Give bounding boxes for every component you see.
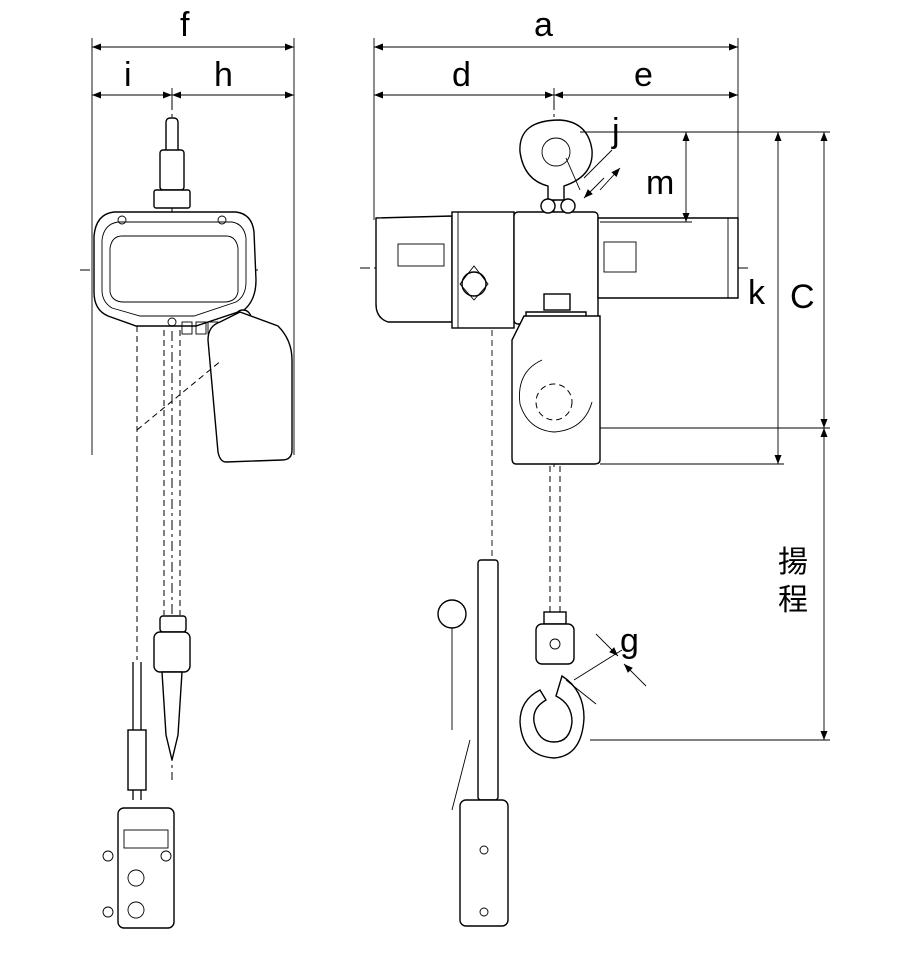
top-hook-eye xyxy=(541,137,571,167)
label-e: e xyxy=(634,56,653,94)
chain-bucket xyxy=(207,311,293,463)
label-lift-2: 程 xyxy=(778,583,808,618)
bolt-top-left xyxy=(117,215,127,225)
stored-hook-outline xyxy=(519,359,593,433)
top-hook-nut-left xyxy=(540,198,556,214)
label-g: g xyxy=(620,622,639,660)
front-view xyxy=(360,38,830,927)
housing-inner-rim xyxy=(101,221,247,317)
top-suspension-block xyxy=(153,189,191,209)
pendant-cable-sheath xyxy=(477,559,499,801)
chain-bucket-front xyxy=(511,315,601,465)
motor-housing xyxy=(375,215,453,323)
fitting-2 xyxy=(195,321,207,335)
pendant-side-knob-right xyxy=(160,850,172,862)
motor-nameplate xyxy=(397,243,445,267)
label-m: m xyxy=(646,164,674,202)
top-hook-shank xyxy=(159,149,185,191)
label-j: j xyxy=(611,112,620,150)
pendant-up-button xyxy=(127,869,145,887)
gear-case-endcap xyxy=(727,217,739,299)
pendant-front-bolt-top xyxy=(479,845,489,855)
stored-hook-eye xyxy=(535,383,573,421)
bottom-hook-latch xyxy=(565,679,597,705)
label-h: h xyxy=(214,56,233,94)
pendant-strain-ring xyxy=(437,599,467,629)
label-k: k xyxy=(748,274,766,312)
bolt-bottom xyxy=(167,317,177,327)
side-view xyxy=(80,38,295,929)
strain-wire-lower xyxy=(451,739,471,811)
label-lift-1: 揚 xyxy=(778,545,808,580)
bottom-hook-block xyxy=(535,623,575,665)
top-hook-nut-right xyxy=(560,198,576,214)
pendant-side-knob-bottom xyxy=(102,906,114,918)
bucket-connector xyxy=(543,293,571,311)
top-hook-latch xyxy=(565,157,581,191)
pendant-side-knob-left xyxy=(102,850,114,862)
label-f: f xyxy=(180,6,190,44)
label-C: C xyxy=(790,278,815,316)
bolt-top-right xyxy=(217,215,227,225)
pendant-switch-front xyxy=(459,799,509,927)
pendant-down-button xyxy=(127,901,145,919)
label-a: a xyxy=(534,6,553,44)
bottom-hook xyxy=(519,674,585,759)
dim-leader-j-3 xyxy=(583,177,605,199)
pendant-switch-body xyxy=(117,807,175,929)
bottom-block xyxy=(153,631,191,673)
fitting-1 xyxy=(181,321,193,335)
housing-outer xyxy=(93,211,257,327)
pendant-front-bolt-bottom xyxy=(479,907,489,917)
dim-leader-j-1 xyxy=(583,149,613,179)
dim-leader-g-1 xyxy=(595,633,619,657)
pendant-label-plate xyxy=(123,829,169,849)
brake-cover xyxy=(461,271,487,297)
dim-leader-j-2 xyxy=(599,167,621,191)
dim-leader-g-2 xyxy=(623,663,647,687)
label-i: i xyxy=(124,56,132,94)
gear-case-cover xyxy=(603,241,637,273)
bottom-hook-bolt xyxy=(549,638,561,650)
brake-cover-bracket xyxy=(459,265,489,301)
gear-flange xyxy=(451,211,515,329)
bottom-block-top xyxy=(159,615,187,633)
bottom-hook-cap xyxy=(543,611,567,625)
bottom-hook-side xyxy=(161,671,183,761)
pendant-strain-relief xyxy=(127,729,147,791)
housing-window xyxy=(109,235,239,303)
gear-case xyxy=(597,217,739,299)
label-d: d xyxy=(452,56,471,94)
dim-ext-g xyxy=(573,649,623,681)
